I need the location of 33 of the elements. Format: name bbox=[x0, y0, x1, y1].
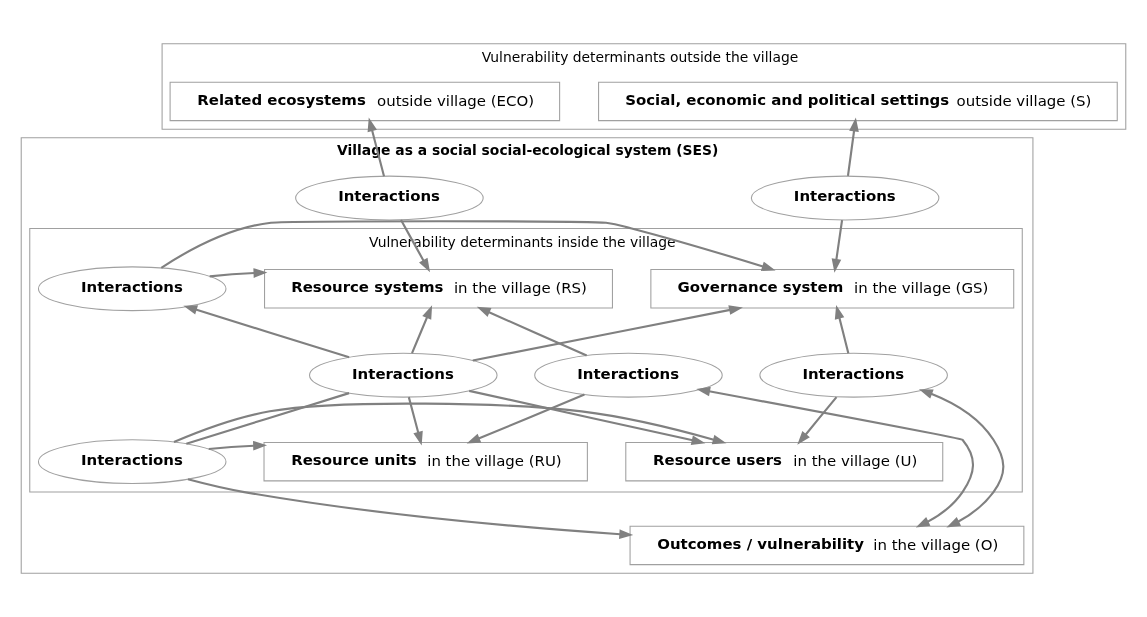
arrow bbox=[831, 219, 844, 273]
arrow bbox=[476, 306, 588, 357]
node-ellipse: Interactions bbox=[295, 175, 484, 221]
arrow bbox=[918, 389, 1005, 528]
arrow bbox=[834, 305, 850, 354]
node-ellipse: Interactions bbox=[309, 352, 498, 398]
node-ellipse: Interactions bbox=[750, 175, 940, 221]
arrow bbox=[160, 220, 776, 271]
arrow bbox=[469, 389, 706, 445]
arrow bbox=[846, 117, 859, 176]
arrow bbox=[183, 305, 350, 359]
arrow bbox=[797, 396, 838, 445]
node-box: Resource users in the village (U) bbox=[625, 441, 944, 482]
arrow bbox=[407, 396, 423, 446]
node-box: Governance system in the village (GS) bbox=[650, 269, 1015, 309]
node-box: Social, economic and political settings outside village (S) bbox=[598, 81, 1118, 122]
node-ellipse: Interactions bbox=[37, 266, 227, 312]
node-box: Outcomes / vulnerability in the village (O) bbox=[629, 525, 1025, 566]
arrow bbox=[696, 386, 974, 528]
arrow bbox=[411, 305, 433, 354]
node-box: Resource systems in the village (RS) bbox=[264, 269, 613, 309]
arrow bbox=[466, 393, 585, 444]
arrow bbox=[173, 402, 727, 445]
node-box: Resource units in the village (RU) bbox=[263, 441, 588, 482]
arrow bbox=[472, 305, 743, 362]
node-ellipse: Interactions bbox=[37, 439, 227, 485]
node-box: Related ecosystems outside village (ECO) bbox=[169, 81, 561, 122]
arrow bbox=[208, 440, 268, 451]
arrow bbox=[367, 117, 386, 177]
arrow bbox=[400, 219, 430, 273]
connector bbox=[186, 392, 350, 445]
arrow bbox=[209, 268, 268, 278]
arrow bbox=[187, 478, 634, 540]
